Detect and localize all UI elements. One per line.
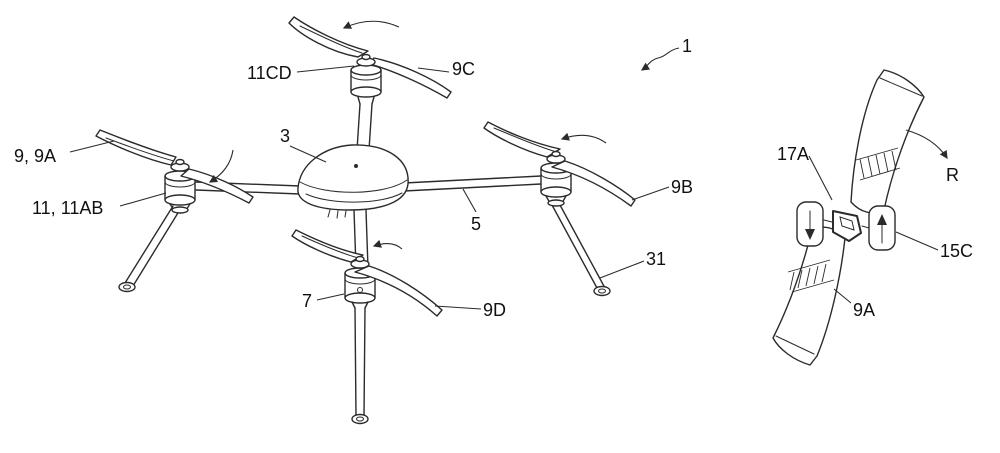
ref-label-31: 31 (646, 249, 667, 269)
clamp-arrow-down (805, 210, 815, 240)
leader-7 (316, 293, 345, 301)
body-shell (297, 144, 409, 219)
leader-9a-detail (833, 288, 852, 304)
ref-label-9c: 9C (452, 59, 476, 79)
frame-arms (195, 103, 542, 269)
main-drone (69, 16, 680, 425)
right-rotor (483, 121, 636, 207)
right-propeller-blade-right (551, 160, 636, 207)
ref-label-5: 5 (471, 214, 482, 234)
ref-label-9a-detail: 9A (853, 300, 876, 320)
leader-9-9a (69, 140, 115, 153)
rotation-arrow-bottom (372, 239, 403, 250)
leader-11cd (296, 65, 355, 73)
rotation-arrow-r (905, 129, 948, 160)
detail-view (772, 69, 948, 366)
detail-leaders (808, 129, 948, 304)
leader-9b (631, 186, 670, 201)
left-propeller-blade-left (95, 129, 177, 166)
ref-label-11cd: 11CD (247, 63, 292, 83)
detail-upper-blade (850, 69, 925, 214)
ref-label-7: 7 (302, 291, 313, 311)
landing-legs (118, 204, 611, 425)
rotation-arrow-right (560, 132, 607, 144)
top-rotor (288, 16, 452, 105)
leader-9c (417, 67, 450, 73)
bottom-propeller-blade-right (354, 265, 443, 317)
ref-label-15c: 15C (940, 241, 974, 261)
left-rotor (95, 129, 254, 214)
detail-lower-blade (772, 226, 846, 366)
top-propeller-blade-left (288, 16, 369, 58)
leader-31 (599, 260, 645, 279)
clamp-arrow-up (877, 214, 887, 244)
ref-label-9-9a: 9, 9A (14, 146, 57, 166)
rotation-arrows (208, 20, 607, 250)
ref-label-11-11ab: 11, 11AB (32, 198, 104, 218)
detail-lower-blade-grip (787, 259, 835, 293)
leader-lines (69, 47, 680, 310)
bottom-propeller-blade-left (291, 229, 364, 263)
leader-5 (462, 188, 477, 213)
detail-upper-blade-grip (855, 147, 901, 181)
leader-15c (895, 231, 939, 251)
top-propeller-blade-right (369, 57, 452, 99)
ref-label-9b: 9B (671, 177, 694, 197)
rotation-arrow-left (208, 149, 234, 183)
ref-label-9d: 9D (483, 300, 507, 320)
leader-3 (289, 145, 327, 163)
pointer-arrow-1 (640, 47, 680, 71)
ref-label-3: 3 (280, 126, 291, 146)
rotation-arrow-top (342, 20, 400, 29)
leader-11-11ab (119, 192, 167, 207)
leader-17a (808, 155, 833, 201)
ref-label-r: R (946, 165, 959, 185)
bottom-rotor (291, 229, 443, 317)
ref-label-17a: 17A (777, 144, 810, 164)
leader-9d (434, 305, 482, 310)
detail-hub-clamp (796, 201, 896, 251)
ref-label-1: 1 (682, 36, 693, 56)
